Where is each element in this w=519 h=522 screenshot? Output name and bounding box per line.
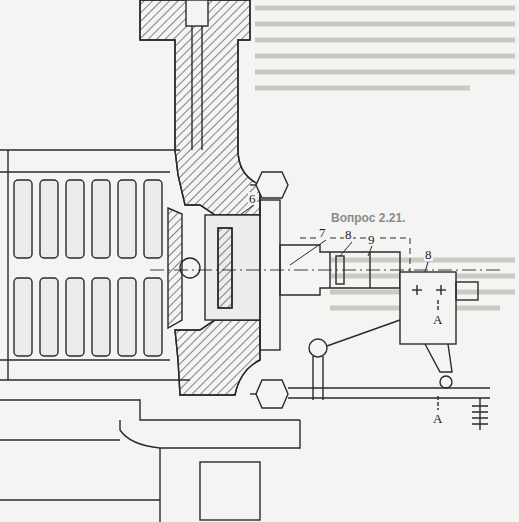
- turbine-blade: [118, 278, 136, 356]
- turbine-blade: [66, 278, 84, 356]
- page-heading-text: Вопрос 2.21.: [330, 212, 406, 224]
- section-letter: A: [432, 313, 443, 326]
- callout-number: 8: [344, 228, 353, 241]
- turbine-blade: [144, 180, 162, 258]
- turbine-blade: [40, 278, 58, 356]
- turbine-blade: [144, 278, 162, 356]
- turbine-blade: [92, 180, 110, 258]
- turbine-blade: [14, 278, 32, 356]
- section-letter: A: [432, 412, 443, 425]
- turbine-blade: [14, 180, 32, 258]
- turbine-blade: [66, 180, 84, 258]
- callout-number: 8: [424, 248, 433, 261]
- callout-number: 7: [318, 226, 327, 239]
- callout-number: 6: [248, 192, 257, 205]
- turbine-blade: [118, 180, 136, 258]
- callout-number: 9: [367, 233, 376, 246]
- turbine-blade: [40, 180, 58, 258]
- turbine-blade: [92, 278, 110, 356]
